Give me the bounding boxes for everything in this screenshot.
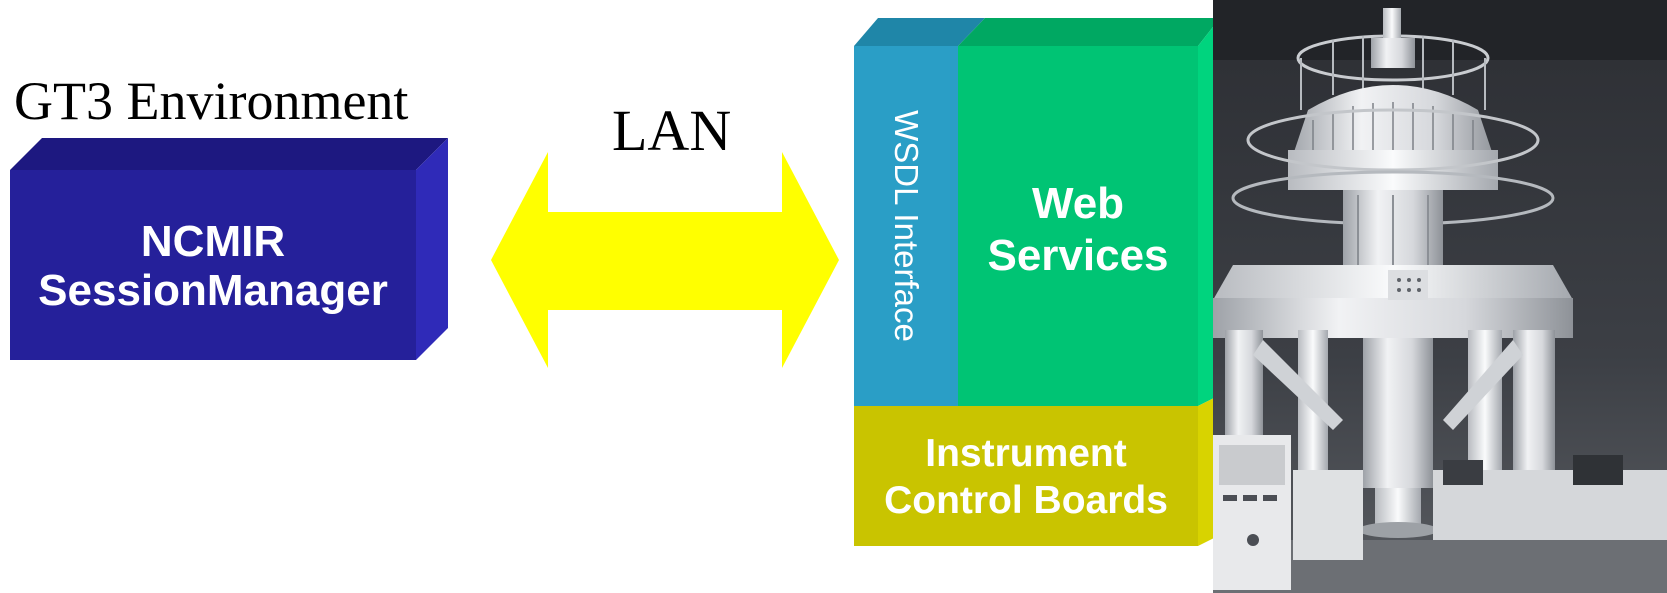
session-manager-box-front	[10, 170, 416, 360]
session-manager-line-2: SessionManager	[38, 266, 388, 316]
lan-double-arrow	[491, 152, 839, 368]
web-services-line-1: Web	[1031, 179, 1125, 228]
wsdl-label-container: WSDL Interface	[854, 46, 958, 406]
session-manager-box-side	[416, 138, 448, 360]
instrument-box-front	[854, 406, 1198, 546]
wsdl-box-front	[854, 46, 958, 406]
session-manager-box-top	[10, 138, 448, 170]
session-manager-label: NCMIR SessionManager	[10, 217, 416, 316]
wsdl-box-top	[854, 18, 985, 46]
web-services-label: Web Services	[958, 178, 1198, 282]
instrument-line-1: Instrument	[925, 432, 1127, 475]
wsdl-label: WSDL Interface	[888, 110, 926, 342]
web-services-box-top	[958, 18, 1220, 46]
instrument-label: Instrument Control Boards	[854, 431, 1198, 525]
session-manager-line-1: NCMIR	[140, 217, 286, 266]
environment-label: GT3 Environment	[14, 71, 409, 131]
web-services-line-2: Services	[987, 230, 1169, 280]
electron-microscope-photo	[1213, 0, 1667, 593]
instrument-line-2: Control Boards	[884, 478, 1168, 522]
web-services-box-front	[958, 46, 1198, 406]
lan-label: LAN	[612, 98, 732, 163]
